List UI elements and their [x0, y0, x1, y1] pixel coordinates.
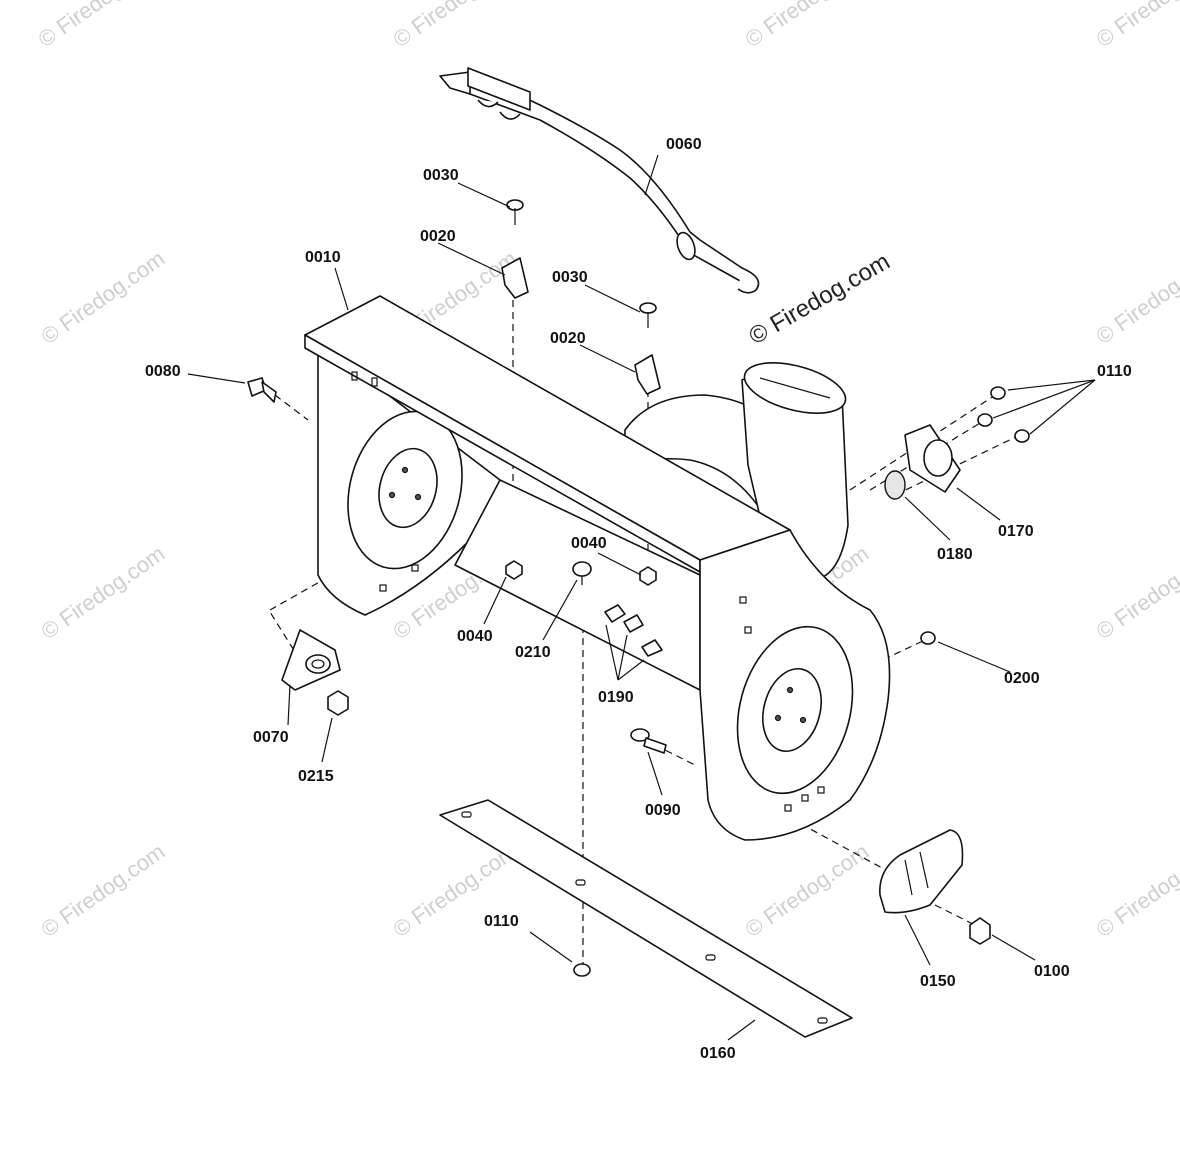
bolt-0190-a [604, 604, 626, 623]
watermark: © Firedog.com [1092, 541, 1180, 644]
nut-0110-b [977, 413, 993, 427]
callout-0030: 0030 [423, 167, 459, 184]
nut-0110-d [573, 963, 591, 977]
watermark: © Firedog.com [34, 0, 167, 52]
leader-lines [187, 154, 1096, 1041]
watermark: © Firedog.com [741, 839, 874, 942]
watermark: © Firedog.com [37, 839, 170, 942]
nut-0100 [969, 917, 991, 945]
callout-0080: 0080 [145, 363, 181, 380]
callout-0210: 0210 [515, 644, 551, 661]
callout-0180: 0180 [937, 546, 973, 563]
watermark: © Firedog.com [741, 0, 874, 52]
callout-0060: 0060 [666, 136, 702, 153]
callout-0200: 0200 [1004, 670, 1040, 687]
bolt-0080 [247, 377, 277, 403]
nut-0040-a [505, 560, 523, 580]
callout-0020: 0020 [550, 330, 586, 347]
callout-0070: 0070 [253, 729, 289, 746]
screw-0030-b [639, 302, 657, 328]
callout-0020: 0020 [420, 228, 456, 245]
callout-0040: 0040 [571, 535, 607, 552]
callout-0030: 0030 [552, 269, 588, 286]
watermark-featured: © Firedog.com [745, 248, 895, 350]
nut-0110-c [1014, 429, 1030, 443]
nut-0215 [327, 690, 349, 716]
bolt-0090 [630, 728, 667, 754]
watermark: © Firedog.com [1092, 0, 1180, 52]
bolt-0210 [572, 561, 592, 585]
cap-0200 [920, 631, 936, 645]
clip-0020-a [501, 257, 529, 299]
nut-0110-a [990, 386, 1006, 400]
hardware [247, 199, 1030, 1038]
watermark: © Firedog.com [37, 246, 170, 349]
bolt-0190-c [641, 639, 663, 657]
callout-0150: 0150 [920, 973, 956, 990]
watermark: © Firedog.com [1092, 839, 1180, 942]
callout-0110: 0110 [484, 913, 519, 930]
screw-0030-a [506, 199, 524, 225]
callout-0100: 0100 [1034, 963, 1070, 980]
callout-0010: 0010 [305, 249, 341, 266]
callout-0160: 0160 [700, 1045, 736, 1062]
chute-crank-tube [439, 67, 760, 294]
callout-0110: 0110 [1097, 363, 1132, 380]
callout-0040: 0040 [457, 628, 493, 645]
watermark: © Firedog.com [389, 0, 522, 52]
scraper-bar-0160 [439, 799, 853, 1038]
skid-shoe-0150 [879, 829, 964, 914]
nut-0040-b [639, 566, 657, 586]
callout-0215: 0215 [298, 768, 334, 785]
flange-0170 [904, 424, 961, 493]
callout-0190: 0190 [598, 689, 634, 706]
bearing-0180 [884, 470, 906, 500]
watermark: © Firedog.com [37, 541, 170, 644]
bolt-0190-b [623, 614, 644, 633]
watermark: © Firedog.com [1092, 246, 1180, 349]
callout-0170: 0170 [998, 523, 1034, 540]
flange-0070 [281, 629, 341, 691]
clip-0020-b [634, 354, 661, 395]
callout-0090: 0090 [645, 802, 681, 819]
auger-housing [304, 295, 891, 841]
callout-labels: 0010 0020 0030 0030 0020 0060 0080 0040 … [145, 136, 1132, 1062]
